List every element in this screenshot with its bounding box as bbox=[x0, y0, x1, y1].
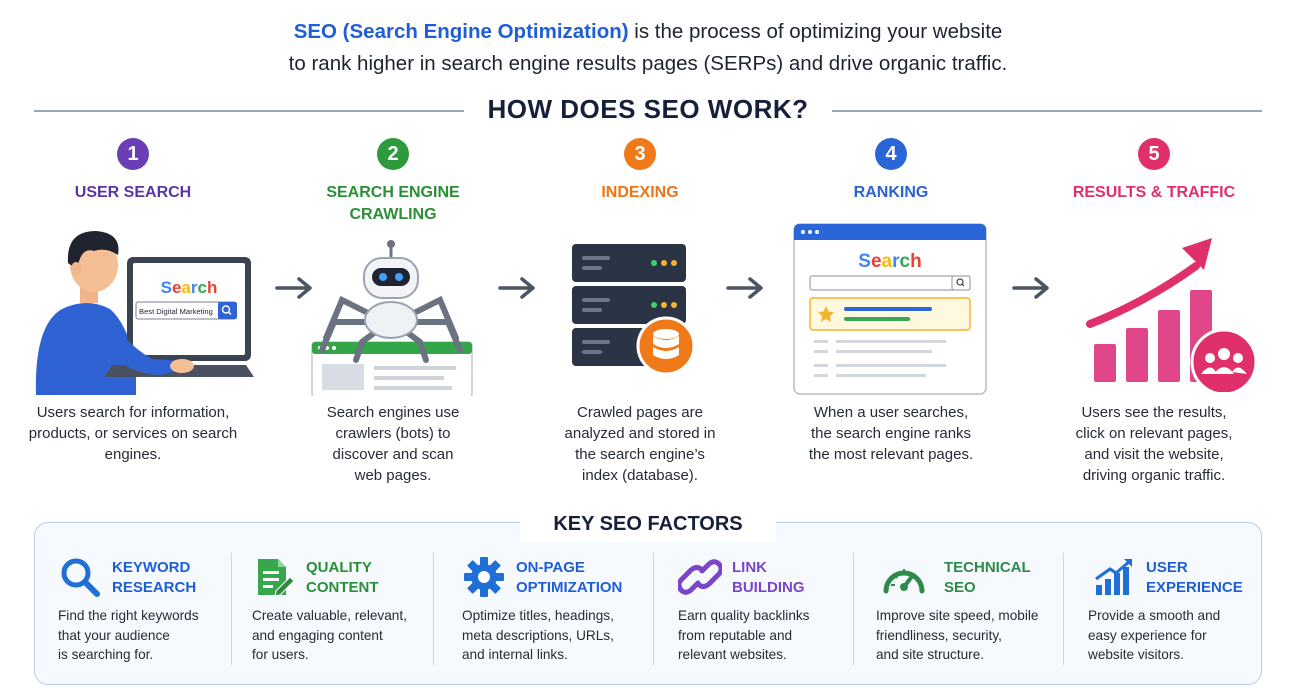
step-2-number: 2 bbox=[377, 138, 409, 170]
step-4-description: When a user searches, the search engine … bbox=[808, 404, 974, 463]
document-pen-icon bbox=[258, 559, 295, 597]
factor-keyword-research: KEYWORD RESEARCH Find the right keywords… bbox=[58, 555, 226, 667]
step-4: 4 RANKING bbox=[771, 138, 1011, 204]
intro-text: SEO (Search Engine Optimization) is the … bbox=[0, 16, 1296, 80]
factor-divider bbox=[433, 553, 434, 665]
gear-icon bbox=[464, 557, 504, 597]
serp-browser-illustration: Search bbox=[793, 223, 987, 395]
key-factors-title: KEY SEO FACTORS bbox=[553, 513, 743, 535]
flow-arrow-2-icon bbox=[498, 277, 535, 299]
header-rule-left bbox=[34, 110, 464, 112]
intro-highlight: SEO (Search Engine Optimization) bbox=[293, 20, 629, 43]
factor-divider bbox=[653, 553, 654, 665]
factor-4-title: LINK BUILDING bbox=[732, 559, 805, 596]
factor-quality-content: QUALITY CONTENT Create valuable, relevan… bbox=[252, 555, 430, 667]
step-4-number: 4 bbox=[875, 138, 907, 170]
factor-link-building: LINK BUILDING Earn quality backlinks fro… bbox=[678, 555, 850, 667]
factor-5-title: TECHNICAL SEO bbox=[944, 559, 1031, 596]
person-laptop-illustration: Search Best Digital Marketing bbox=[35, 231, 254, 395]
factor-4-description: Earn quality backlinks from reputable an… bbox=[678, 608, 810, 662]
intro-rest: is the process of optimizing your websit… bbox=[628, 20, 1003, 43]
intro-line-2: to rank higher in search engine results … bbox=[288, 52, 1008, 75]
step-4-title: RANKING bbox=[853, 184, 929, 201]
factor-1-description: Find the right keywords that your audien… bbox=[58, 608, 199, 662]
flow-arrow-3-icon bbox=[726, 277, 763, 299]
factor-3-description: Optimize titles, headings, meta descript… bbox=[462, 608, 614, 662]
step-3: 3 INDEXING bbox=[520, 138, 760, 204]
speedometer-icon bbox=[883, 569, 925, 594]
step-1: 1 USER SEARCH bbox=[13, 138, 253, 204]
intro-line-1: SEO (Search Engine Optimization) is the … bbox=[0, 16, 1296, 48]
how-title: HOW DOES SEO WORK? bbox=[487, 94, 809, 124]
factor-1-title: KEYWORD RESEARCH bbox=[112, 559, 197, 596]
how-section-header: HOW DOES SEO WORK? bbox=[34, 94, 1262, 128]
flow-arrow-4-icon bbox=[1012, 277, 1049, 299]
serp-search-word: Search bbox=[858, 251, 921, 272]
laptop-search-word: Search bbox=[161, 278, 218, 297]
header-rule-right bbox=[832, 110, 1262, 112]
factor-5-description: Improve site speed, mobile friendliness,… bbox=[876, 608, 1039, 662]
step-3-description: Crawled pages are analyzed and stored in… bbox=[564, 404, 716, 484]
step-5-number: 5 bbox=[1138, 138, 1170, 170]
laptop-search-query: Best Digital Marketing bbox=[139, 307, 213, 316]
flow-arrow-1-icon bbox=[275, 277, 312, 299]
factor-6-title: USER EXPERIENCE bbox=[1146, 559, 1243, 596]
server-database-illustration bbox=[572, 244, 696, 376]
traffic-growth-illustration bbox=[1086, 238, 1258, 392]
magnifier-icon bbox=[61, 558, 100, 597]
step-3-number: 3 bbox=[624, 138, 656, 170]
factor-technical-seo: TECHNICAL SEO Improve site speed, mobile… bbox=[876, 555, 1060, 667]
key-factors-panel bbox=[34, 522, 1262, 685]
step-2: 2 SEARCH ENGINE CRAWLING bbox=[273, 138, 513, 226]
step-5-title: RESULTS & TRAFFIC bbox=[1072, 184, 1236, 201]
factor-2-description: Create valuable, relevant, and engaging … bbox=[252, 608, 407, 662]
step-2-description: Search engines use crawlers (bots) to di… bbox=[326, 404, 460, 484]
step-5: 5 RESULTS & TRAFFIC bbox=[1034, 138, 1274, 204]
factor-2-title: QUALITY CONTENT bbox=[306, 559, 379, 596]
factor-divider bbox=[853, 553, 854, 665]
factor-user-experience: USER EXPERIENCE Provide a smooth and eas… bbox=[1088, 555, 1256, 667]
chain-link-icon bbox=[678, 559, 722, 595]
growth-chart-icon bbox=[1095, 559, 1132, 595]
crawler-robot-illustration bbox=[311, 240, 473, 396]
step-1-description: Users search for information, products, … bbox=[28, 404, 238, 463]
step-2-title: SEARCH ENGINE CRAWLING bbox=[326, 184, 460, 223]
step-3-title: INDEXING bbox=[601, 184, 679, 201]
key-factors-title-backdrop bbox=[520, 512, 776, 542]
factor-6-description: Provide a smooth and easy experience for… bbox=[1088, 608, 1221, 662]
factor-on-page-optimization: ON-PAGE OPTIMIZATION Optimize titles, he… bbox=[462, 555, 648, 667]
factor-divider bbox=[1063, 553, 1064, 665]
step-5-description: Users see the results, click on relevant… bbox=[1075, 404, 1233, 484]
step-1-number: 1 bbox=[117, 138, 149, 170]
step-1-title: USER SEARCH bbox=[74, 184, 192, 201]
factor-divider bbox=[231, 553, 232, 665]
factor-3-title: ON-PAGE OPTIMIZATION bbox=[516, 559, 623, 596]
